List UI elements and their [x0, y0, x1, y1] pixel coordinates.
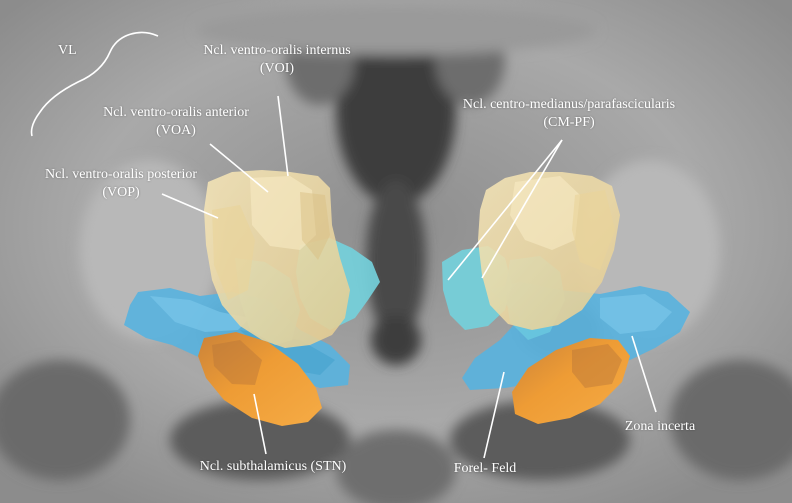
voi-name: Ncl. ventro-oralis internus [170, 42, 384, 60]
stn-label: Ncl. subthalamicus (STN) [178, 458, 368, 476]
voi-label: Ncl. ventro-oralis internus (VOI) [170, 42, 384, 78]
forel-label: Forel- Feld [430, 460, 540, 478]
zona-label: Zona incerta [600, 418, 720, 436]
vop-name: Ncl. ventro-oralis posterior [16, 166, 226, 184]
cmpf-abbr: (CM-PF) [428, 114, 710, 132]
voa-label: Ncl. ventro-oralis anterior (VOA) [74, 104, 278, 140]
vop-label: Ncl. ventro-oralis posterior (VOP) [16, 166, 226, 202]
voa-abbr: (VOA) [74, 122, 278, 140]
cmpf-label: Ncl. centro-medianus/parafascicularis (C… [428, 96, 710, 132]
vop-abbr: (VOP) [16, 184, 226, 202]
vl-label: VL [58, 42, 77, 60]
cmpf-name: Ncl. centro-medianus/parafascicularis [428, 96, 710, 114]
voa-name: Ncl. ventro-oralis anterior [74, 104, 278, 122]
voi-abbr: (VOI) [170, 60, 384, 78]
